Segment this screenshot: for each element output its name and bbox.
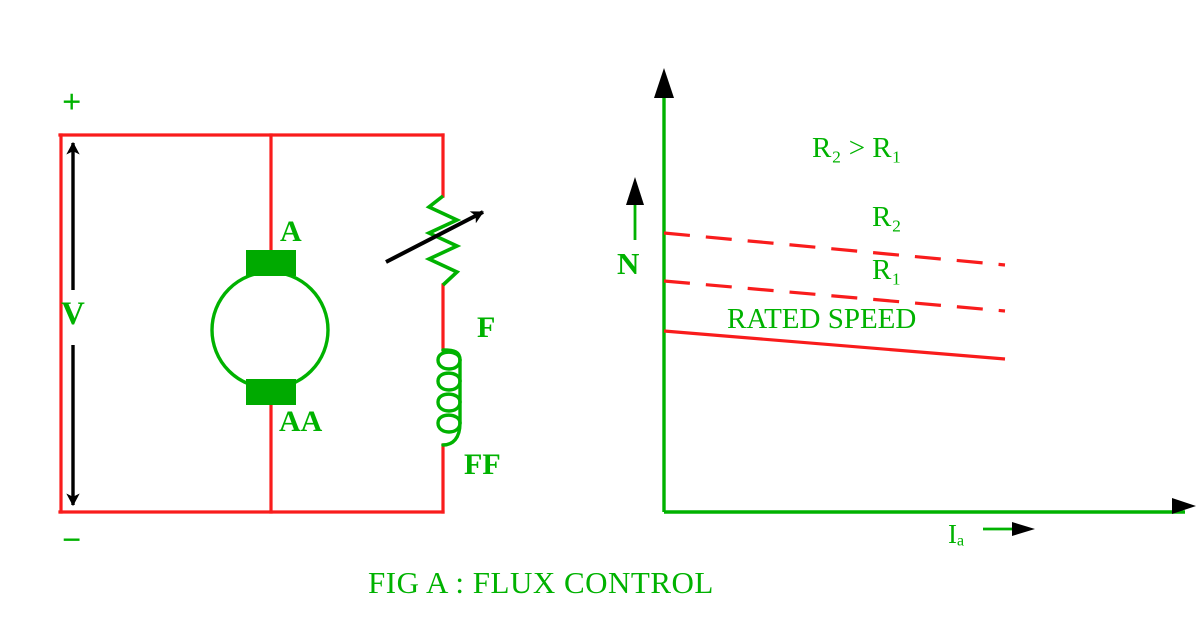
coil-turn-4	[436, 413, 462, 434]
x-axis-arrowhead-icon	[1172, 498, 1196, 514]
resistance-comparison-annotation: R₂ > R₁	[812, 132, 902, 164]
curve-r2	[663, 231, 1006, 267]
x-axis-label: Iₐ	[948, 519, 965, 549]
armature-terminal-aa-label: AA	[279, 405, 323, 438]
supply-positive-label: +	[62, 84, 82, 121]
rheostat-zigzag	[424, 194, 462, 287]
curve-label-r1: R₁	[872, 254, 902, 286]
circuit-wiring	[58, 133, 445, 514]
armature-circle	[210, 270, 330, 390]
coil-turn-1	[436, 350, 462, 371]
voltage-label: V	[61, 296, 85, 332]
n-axis-indicator	[626, 177, 644, 240]
commutator-bottom-brush	[246, 379, 296, 405]
rheostat-adjust-arrow	[385, 210, 484, 264]
coil-turn-2	[436, 371, 462, 392]
curve-label-r2: R₂	[872, 201, 902, 233]
ia-arrow-head-icon	[1012, 522, 1035, 536]
n-arrow-head-icon	[626, 177, 644, 205]
curve-label-rated-speed: RATED SPEED	[727, 303, 917, 335]
coil-lead-bottom	[441, 421, 462, 447]
coil-turn-3	[436, 392, 462, 413]
speed-characteristic-curves	[663, 231, 1006, 361]
field-winding-coil	[436, 348, 462, 447]
supply-negative-label: −	[62, 522, 82, 559]
field-terminal-ff-label: FF	[464, 448, 501, 481]
field-terminal-f-label: F	[477, 311, 496, 344]
ia-axis-indicator	[983, 522, 1035, 536]
curve-r1	[663, 279, 1006, 313]
motor-symbol	[210, 250, 330, 405]
y-axis-arrowhead-icon	[654, 68, 674, 98]
graph-axes	[654, 68, 1196, 514]
commutator-top-brush	[246, 250, 296, 276]
y-axis-label: N	[617, 246, 640, 281]
field-rheostat-symbol	[385, 194, 484, 287]
curve-rated-speed	[663, 329, 1006, 361]
armature-terminal-a-label: A	[280, 215, 302, 248]
figure-caption: FIG A : FLUX CONTROL	[368, 565, 714, 600]
